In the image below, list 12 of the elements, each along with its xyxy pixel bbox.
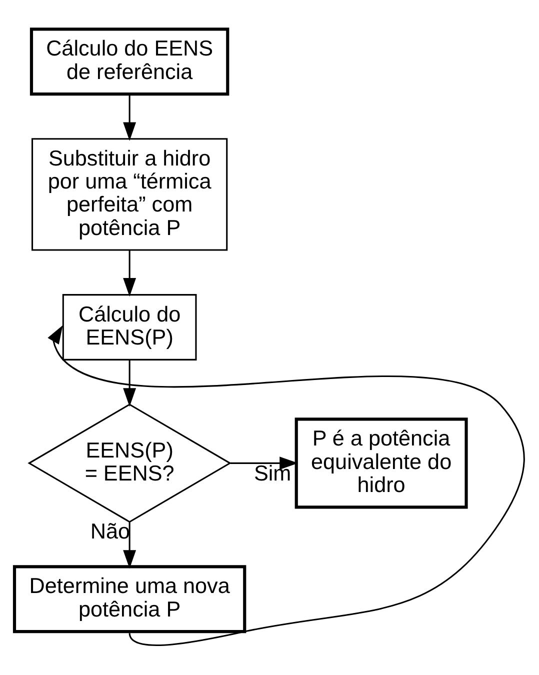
edge-label: Sim xyxy=(254,460,292,486)
node-diamond: EENS(P) = EENS? xyxy=(28,404,232,523)
node-box: Substituir a hidro por uma “térmica perfeita” com potência P xyxy=(31,138,228,251)
node-box: Cálculo do EENS de referência xyxy=(30,28,230,96)
arrow xyxy=(123,94,136,141)
node-box: Cálculo do EENS(P) xyxy=(62,294,197,360)
node-box: Determine uma nova potência P xyxy=(12,565,246,634)
arrow xyxy=(123,360,136,407)
node-box: P é a potência equivalente do hidro xyxy=(294,418,468,509)
arrow xyxy=(123,250,136,297)
arrow xyxy=(123,522,136,569)
arrow xyxy=(230,456,298,470)
